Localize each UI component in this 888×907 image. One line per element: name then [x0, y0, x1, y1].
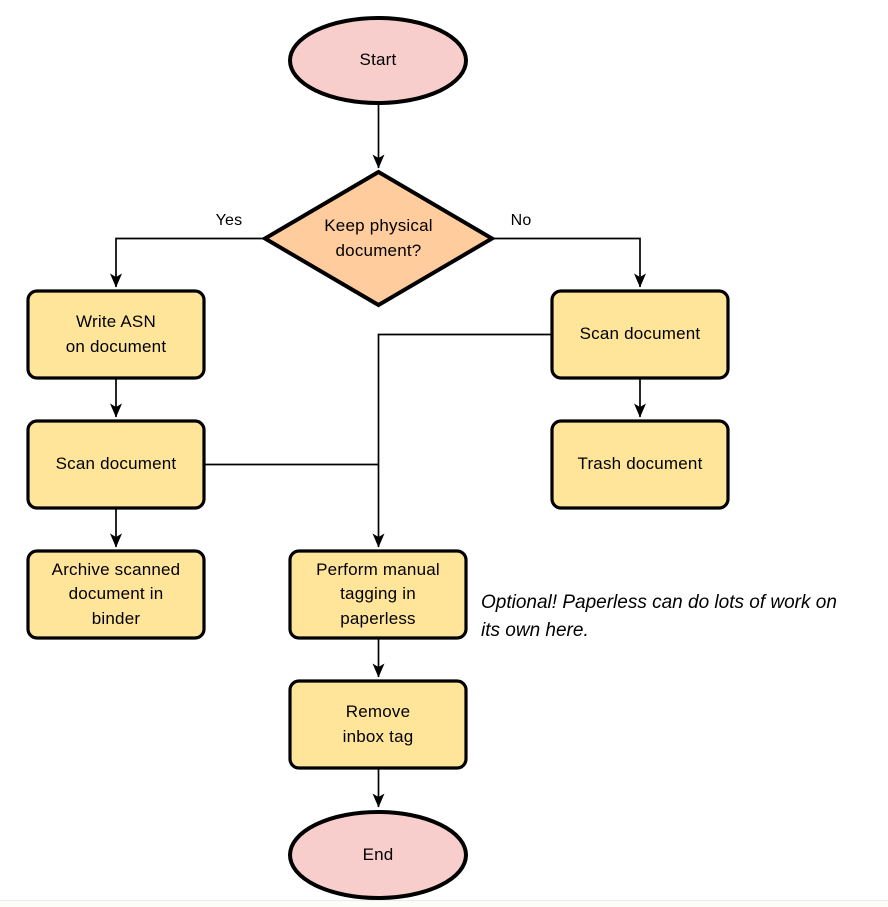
decision-node-shape	[261, 169, 496, 308]
scan-right-node-shape	[550, 289, 730, 380]
tagging-node-shape	[288, 549, 468, 640]
remove-inbox-node-shape	[288, 679, 468, 770]
nodes	[26, 16, 730, 900]
edge-decision-no-to-scan-right	[492, 237, 646, 288]
trash-node-shape	[550, 419, 730, 510]
scan-left-node-shape	[26, 419, 206, 510]
edge-decision-yes-to-write-asn	[110, 237, 265, 288]
start-node-shape	[288, 16, 468, 105]
write-asn-node-shape	[26, 289, 206, 380]
edge-scan-right-to-tagging	[372, 333, 552, 548]
archive-node-shape	[26, 549, 206, 640]
edges	[110, 103, 646, 808]
end-node-shape	[288, 810, 468, 900]
page-bottom-divider	[0, 900, 888, 907]
